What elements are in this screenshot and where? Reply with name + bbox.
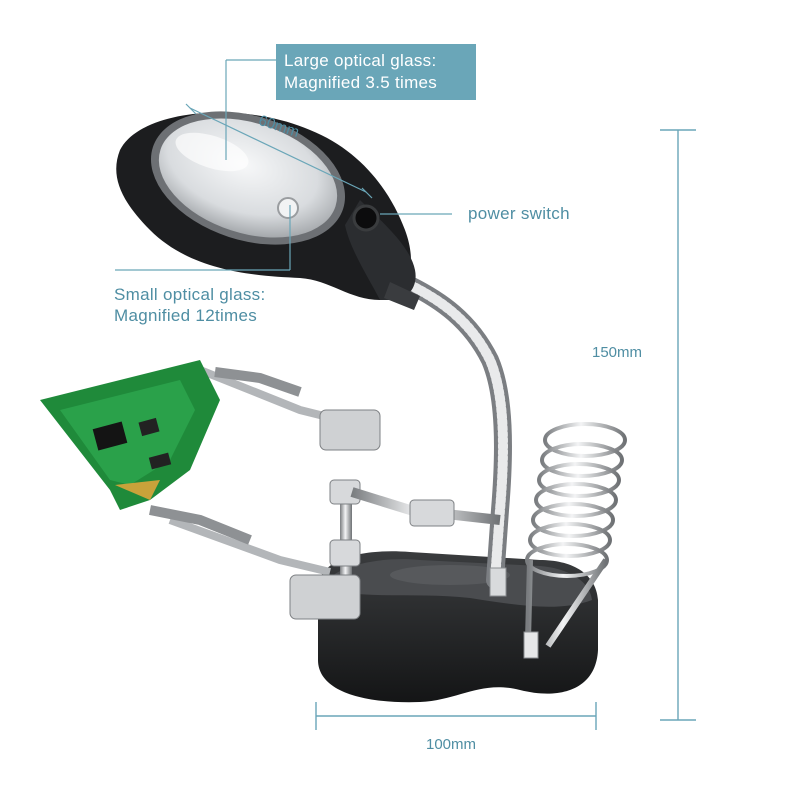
magnifier-head [116,111,420,310]
dimension-lines [315,129,696,730]
large-glass-line2: Magnified 3.5 times [284,73,438,92]
large-glass-callout: Large optical glass: Magnified 3.5 times [276,44,476,100]
solder-iron-holder [523,422,627,659]
helping-hands [149,366,501,620]
circuit-board [40,360,220,510]
small-glass-line2: Magnified 12times [114,306,258,325]
small-glass-line1: Small optical glass: [114,285,266,304]
callout-leaders [115,59,452,271]
height-dimension-label: 150mm [592,344,643,361]
base-width-dimension-label: 100mm [426,736,477,753]
power-switch-label: power switch [468,204,570,223]
large-glass-line1: Large optical glass: [284,51,437,70]
gooseneck-arm [401,276,512,597]
small-glass-callout: Small optical glass: Magnified 12times [114,284,266,326]
